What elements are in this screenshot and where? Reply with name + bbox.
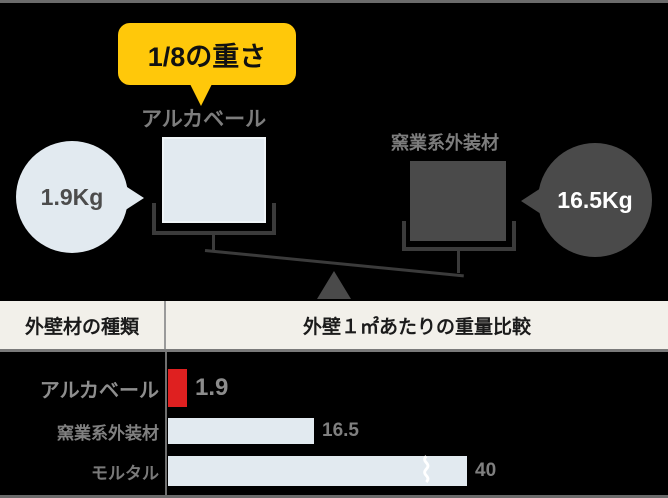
left-weight-pointer-icon (124, 185, 144, 211)
right-weight-badge: 16.5Kg (538, 143, 652, 257)
table-body: アルカベール 1.9 窯業系外装材 16.5 モルタル ⌇ (0, 352, 668, 495)
table-row: アルカベール 1.9 (0, 368, 668, 408)
bar-cell-2: ⌇ 40 (168, 452, 497, 490)
row-label-0: アルカベール (39, 379, 159, 402)
table-row: モルタル ⌇ 40 (0, 452, 668, 490)
balance-fulcrum-icon (317, 271, 351, 299)
bar-1 (168, 418, 314, 444)
table-header-comparison-label: 外壁１㎡あたりの重量比較 (302, 316, 531, 338)
bar-value-2: 40 (475, 460, 497, 481)
table-header-cell-type: 外壁材の種類 (0, 301, 166, 349)
row-label-2: モルタル (91, 463, 159, 483)
axis-break-icon: ⌇ (418, 452, 435, 490)
table-header-row: 外壁材の種類 外壁１㎡あたりの重量比較 (0, 301, 668, 352)
bar-cell-1: 16.5 (168, 418, 359, 444)
callout-bubble-tail-icon (190, 84, 212, 106)
left-scale-tray (152, 203, 276, 235)
weight-comparison-table: 外壁材の種類 外壁１㎡あたりの重量比較 アルカベール 1.9 窯業系外装材 16… (0, 301, 668, 495)
right-tray-stem (457, 251, 460, 273)
bar-2: ⌇ (168, 452, 467, 490)
table-row: 窯業系外装材 16.5 (0, 414, 668, 448)
bar-0 (168, 369, 187, 407)
table-column-divider (165, 352, 167, 495)
table-header-type-label: 外壁材の種類 (24, 316, 139, 338)
bar-value-0: 1.9 (195, 374, 229, 401)
left-material-block (162, 137, 266, 223)
balance-scale-illustration: 1/8の重さ アルカベール 窯業系外装材 1.9Kg 16.5Kg (0, 3, 668, 301)
callout-bubble: 1/8の重さ (118, 23, 296, 85)
right-material-block (410, 161, 506, 241)
left-item-caption: アルカベール (141, 108, 267, 131)
right-weight-label: 16.5Kg (557, 186, 633, 213)
bar-cell-0: 1.9 (168, 369, 228, 407)
row-label-1: 窯業系外装材 (57, 423, 159, 443)
left-tray-stem (212, 235, 215, 252)
left-weight-label: 1.9Kg (40, 183, 104, 210)
callout-bubble-label: 1/8の重さ (147, 41, 267, 72)
right-scale-tray (402, 221, 516, 251)
right-weight-pointer-icon (521, 188, 541, 214)
right-item-caption: 窯業系外装材 (391, 133, 499, 153)
left-weight-badge: 1.9Kg (16, 141, 128, 253)
bar-value-1: 16.5 (322, 420, 359, 441)
table-header-cell-comparison: 外壁１㎡あたりの重量比較 (166, 301, 668, 349)
